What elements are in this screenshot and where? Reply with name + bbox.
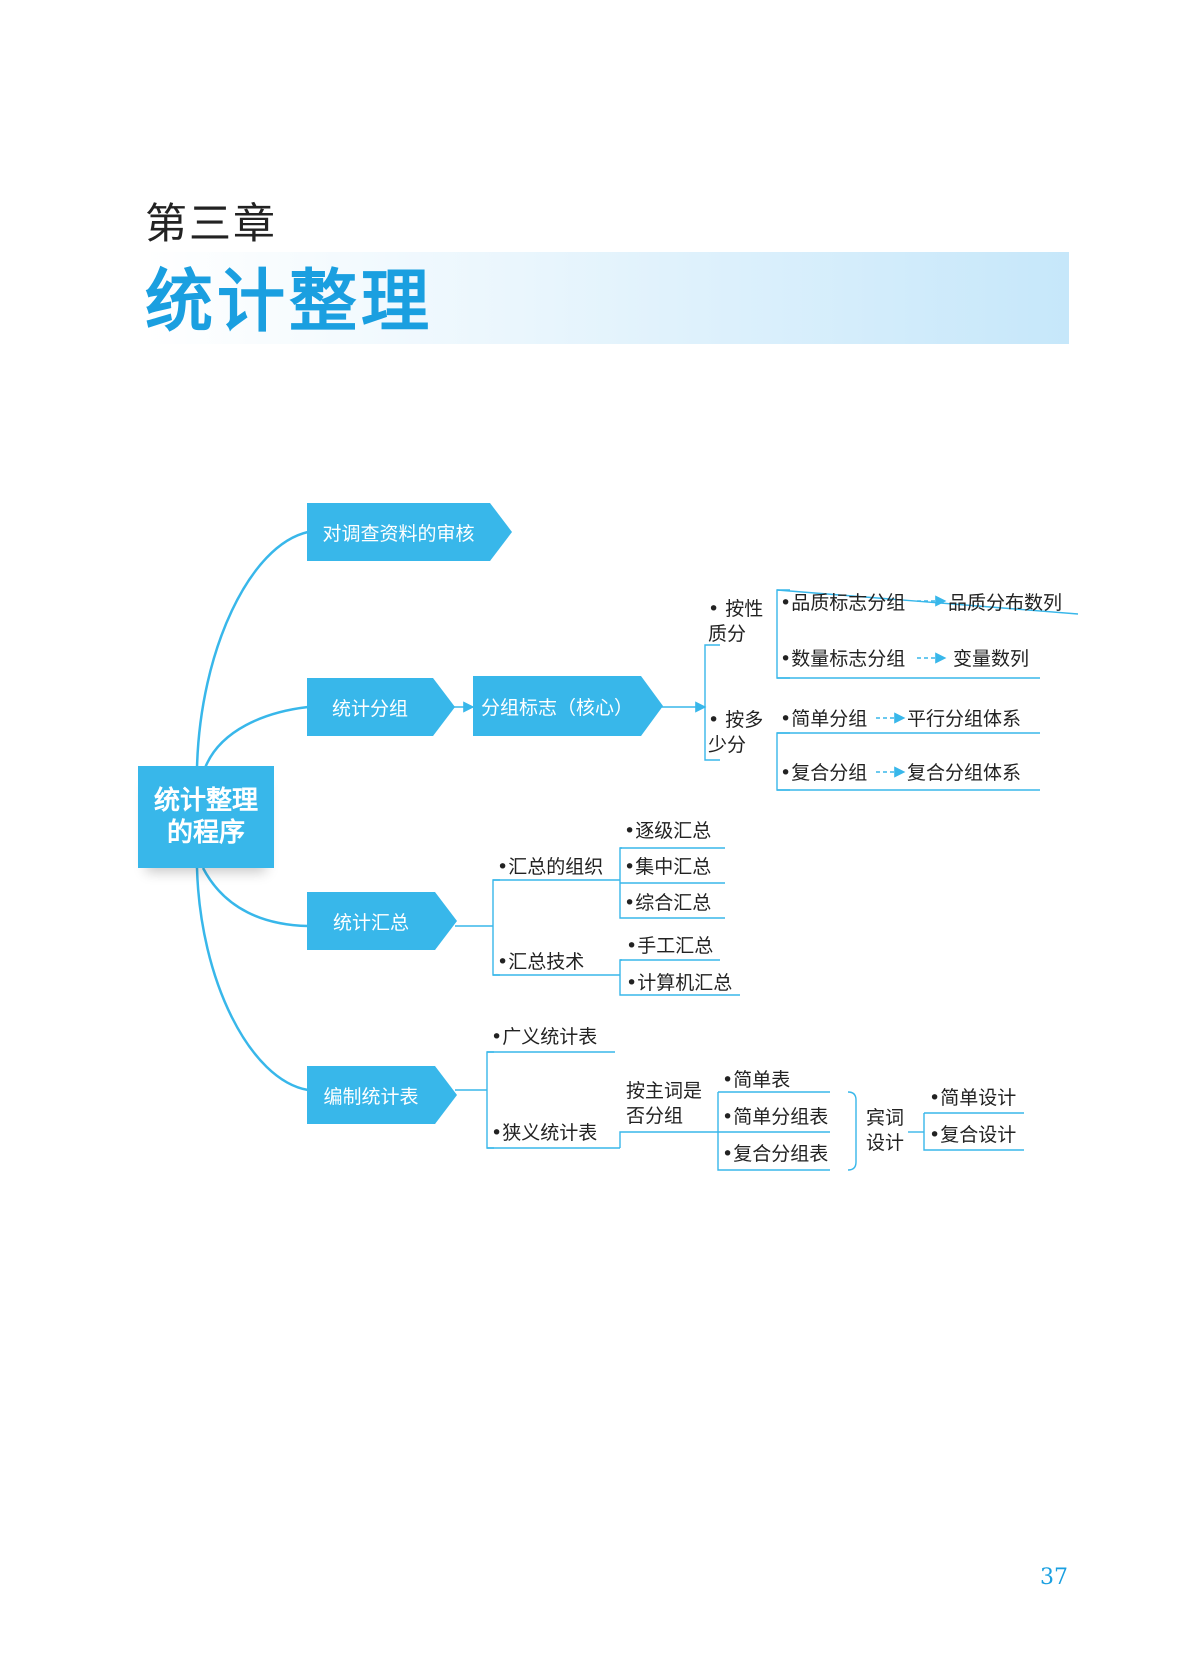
nature-item-1-right: 品质分布数列 [948,588,1062,615]
predicate-text: 宾词设计 [866,1107,905,1154]
table-narrow-text: 狭义统计表 [502,1122,598,1144]
branch-review-label: 对调查资料的审核 [322,522,475,545]
table-broad-label: •广义统计表 [491,1026,598,1048]
page-number: 37 [1040,1565,1068,1590]
table-broad-text: 广义统计表 [502,1026,598,1048]
subject-item-3-text: 复合分组表 [733,1143,829,1165]
by-nature-text: 按性质分 [708,598,764,645]
predicate-item-1: •简单设计 [929,1087,1017,1109]
subject-item-1: •简单表 [722,1069,791,1091]
title-band [145,252,1069,344]
count-item-2-right: 复合分组体系 [907,758,1021,785]
nature-item-2-right: 变量数列 [953,644,1029,671]
summary-org-item-1: •逐级汇总 [624,820,712,842]
count-item-2-left: •复合分组 [780,762,868,784]
subject-group-label: 按主词是否分组 [626,1079,710,1129]
count-item-2-right-text: 复合分组体系 [907,762,1022,784]
branch-table-label: 编制统计表 [323,1085,419,1108]
nature-item-2-left: •数量标志分组 [780,648,906,670]
branch-grouping-label: 统计分组 [331,697,408,720]
count-item-1-left: •简单分组 [780,708,868,730]
count-item-1-right-text: 平行分组体系 [907,708,1022,730]
predicate-item-2-text: 复合设计 [940,1124,1017,1146]
curve-to-grouping [203,705,309,769]
chapter-label: 第三章 [145,199,278,248]
table-narrow-label: •狭义统计表 [491,1122,598,1144]
curve-to-review [195,530,309,769]
branch-grouping: 统计分组 [307,678,455,736]
summary-org-item-3-text: 综合汇总 [635,892,712,914]
summary-org-label: •汇总的组织 [497,856,604,878]
predicate-label: 宾词设计 [866,1106,908,1156]
summary-tech-item-1: •手工汇总 [626,935,714,957]
summary-tech-item-2-text: 计算机汇总 [637,972,733,994]
grouping-marker: 分组标志（核心） [473,676,663,736]
summary-tech-text: 汇总技术 [508,951,585,973]
root-label: 统计整理的程序 [153,786,258,848]
subject-item-1-text: 简单表 [733,1069,791,1091]
branch-summary-label: 统计汇总 [332,911,409,934]
nature-item-2-right-text: 变量数列 [953,648,1030,670]
grouping-marker-label: 分组标志（核心） [480,696,633,719]
root-node: 统计整理的程序 [138,766,274,868]
summary-org-item-1-text: 逐级汇总 [635,820,712,842]
branch-summary: 统计汇总 [307,892,457,950]
predicate-item-2: •复合设计 [929,1124,1017,1146]
summary-org-item-2: •集中汇总 [624,856,712,878]
subject-group-text: 按主词是否分组 [626,1080,703,1127]
by-count-text: 按多少分 [708,709,764,756]
subject-item-2: •简单分组表 [722,1106,829,1128]
nature-item-1-left: •品质标志分组 [780,592,906,614]
branch-table: 编制统计表 [307,1066,457,1124]
summary-org-item-3: •综合汇总 [624,892,712,914]
branch-review: 对调查资料的审核 [307,503,512,561]
curve-to-summary [201,867,309,928]
summary-org-text: 汇总的组织 [508,856,604,878]
by-count-label: • 按多少分 [708,709,764,756]
count-item-1-right: 平行分组体系 [907,704,1021,731]
nature-item-1-right-text: 品质分布数列 [948,592,1063,614]
nature-item-2-left-text: 数量标志分组 [791,648,906,670]
summary-tech-item-1-text: 手工汇总 [637,935,714,957]
curve-to-table [195,867,309,1092]
summary-org-item-2-text: 集中汇总 [635,856,712,878]
by-nature-label: • 按性质分 [708,598,764,645]
predicate-item-1-text: 简单设计 [940,1087,1017,1109]
chapter-title: 统计整理 [145,263,434,342]
count-item-2-left-text: 复合分组 [791,762,868,784]
count-item-1-left-text: 简单分组 [791,708,868,730]
nature-item-1-left-text: 品质标志分组 [791,592,906,614]
summary-tech-item-2: •计算机汇总 [626,972,733,994]
subject-item-3: •复合分组表 [722,1143,829,1165]
summary-tech-label: •汇总技术 [497,951,585,973]
subject-item-2-text: 简单分组表 [733,1106,829,1128]
